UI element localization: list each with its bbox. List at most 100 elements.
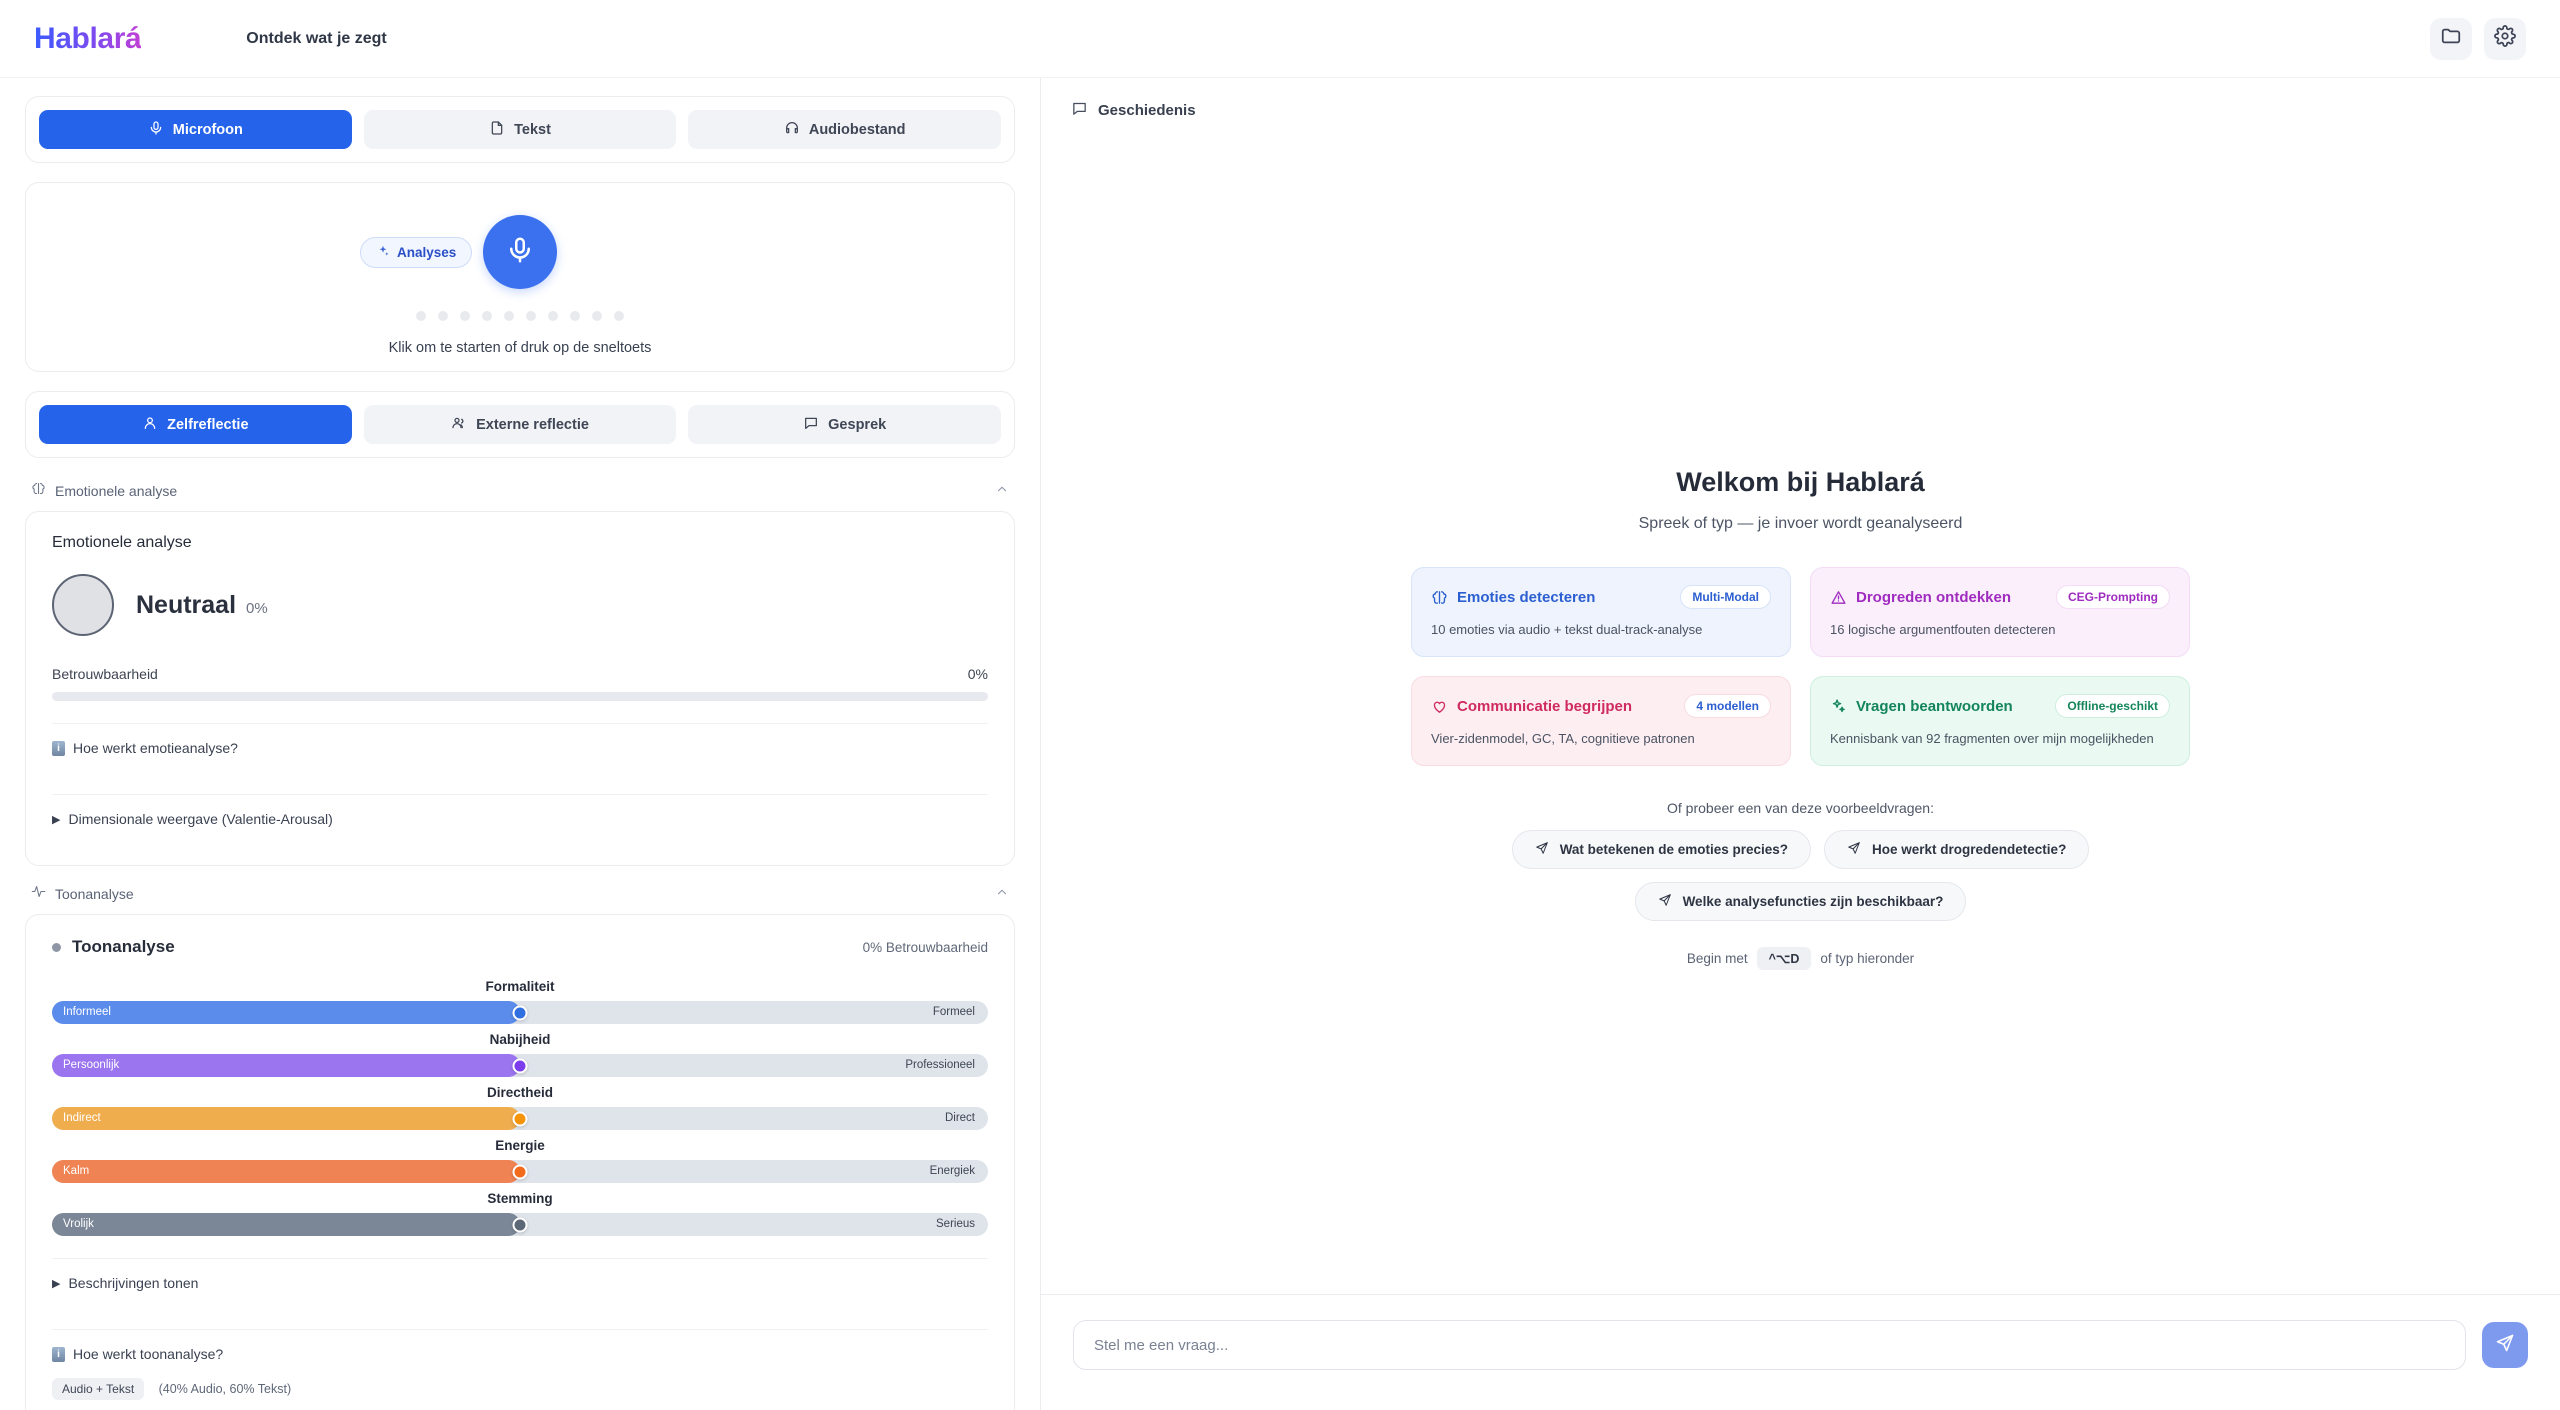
tone-slider-left-label: Vrolijk — [63, 1218, 94, 1230]
folder-icon — [2440, 25, 2462, 52]
recorder-card: Analyses Klik om te starten of druk op d… — [25, 182, 1015, 372]
tone-slider-track[interactable]: Informeel Formeel — [52, 1001, 988, 1024]
waveform-dot — [460, 311, 470, 321]
suggestion-chip[interactable]: Welke analysefuncties zijn beschikbaar? — [1634, 882, 1967, 921]
tone-source-note: (40% Audio, 60% Tekst) — [158, 1382, 292, 1396]
send-icon — [1535, 841, 1549, 858]
tone-info-link[interactable]: i Hoe werkt toonanalyse? — [52, 1330, 988, 1378]
tone-slider-right-label: Direct — [944, 1112, 975, 1124]
feature-card-badge: CEG-Prompting — [2056, 585, 2170, 609]
confidence-bar — [52, 692, 988, 701]
tone-slider-left-label: Kalm — [63, 1165, 90, 1177]
user-icon — [142, 415, 158, 435]
tab-microfoon[interactable]: Microfoon — [39, 110, 352, 149]
microphone-icon — [148, 120, 164, 140]
tone-slider-thumb[interactable] — [512, 1058, 528, 1073]
folder-button[interactable] — [2430, 17, 2472, 60]
feature-card-badge: 4 modellen — [1684, 694, 1771, 718]
tone-slider-thumb[interactable] — [512, 1005, 528, 1020]
tone-descriptions-toggle[interactable]: ▶ Beschrijvingen tonen — [52, 1259, 988, 1307]
suggestion-chip[interactable]: Wat betekenen de emoties precies? — [1511, 830, 1812, 869]
tab-audiobestand-label: Audiobestand — [808, 121, 906, 138]
tone-slider-left-label: Informeel — [63, 1006, 111, 1018]
tone-slider-fill — [52, 1054, 520, 1077]
suggestion-chip[interactable]: Hoe werkt drogredendetectie? — [1824, 830, 2090, 869]
tone-confidence: 0% Betrouwbaarheid — [862, 939, 988, 955]
divider — [52, 1329, 988, 1330]
tone-slider-right-label: Serieus — [936, 1218, 975, 1230]
feature-card-header: Emoties detecteren Multi-Modal — [1431, 585, 1771, 609]
feature-card-description: Vier-zidenmodel, GC, TA, cognitieve patr… — [1431, 731, 1695, 746]
feature-card-description: Kennisbank van 92 fragmenten over mijn m… — [1830, 731, 2154, 746]
welcome-screen: Welkom bij Hablará Spreek of typ — je in… — [1041, 143, 2560, 1294]
history-title: Geschiedenis — [1098, 102, 1196, 119]
shortcut-key: ^⌥D — [1756, 947, 1812, 970]
tab-externe-reflectie[interactable]: Externe reflectie — [363, 405, 677, 444]
record-button[interactable] — [483, 215, 557, 289]
emotion-dimensional-toggle[interactable]: ▶ Dimensionale weergave (Valentie-Arousa… — [52, 795, 988, 843]
info-icon: i — [52, 740, 65, 756]
tab-tekst[interactable]: Tekst — [363, 110, 677, 149]
tone-section-header[interactable]: Toonanalyse — [25, 880, 1015, 914]
mode-tabs: Zelfreflectie Externe reflectie Gesprek — [39, 405, 1002, 444]
emotion-dimensional-label: Dimensionale weergave (Valentie-Arousal) — [68, 811, 333, 827]
divider — [52, 1258, 988, 1259]
emotion-card-title: Emotionele analyse — [52, 534, 192, 551]
shortcut-suffix: of typ hieronder — [1820, 951, 1915, 966]
tone-slider-fill — [52, 1107, 520, 1130]
emotion-name: Neutraal — [136, 590, 237, 619]
waveform-dot — [504, 311, 514, 321]
waveform-dot — [438, 311, 448, 321]
feature-card-badge: Offline-geschikt — [2055, 694, 2170, 718]
chevron-up-icon[interactable] — [995, 885, 1009, 904]
waveform-dot — [548, 311, 558, 321]
tone-source-chip: Audio + Tekst — [52, 1378, 145, 1400]
tone-slider-track[interactable]: Vrolijk Serieus — [52, 1213, 988, 1236]
tone-slider-thumb[interactable] — [512, 1111, 528, 1126]
emotion-info-link[interactable]: i Hoe werkt emotieanalyse? — [52, 724, 988, 772]
feature-card-title: Emoties detecteren — [1457, 588, 1596, 606]
composer — [1041, 1294, 2560, 1410]
settings-button[interactable] — [2484, 17, 2526, 60]
waveform-dot — [570, 311, 580, 321]
sparkle-icon — [376, 244, 390, 261]
main-layout: Microfoon Tekst Audiobestand Analyses — [0, 78, 2560, 1410]
tone-descriptions-label: Beschrijvingen tonen — [68, 1275, 199, 1291]
send-icon — [1658, 893, 1672, 910]
triangle-right-icon: ▶ — [52, 813, 61, 826]
info-icon: i — [52, 1346, 65, 1362]
analyses-pill[interactable]: Analyses — [360, 236, 473, 268]
tab-audiobestand[interactable]: Audiobestand — [688, 110, 1002, 149]
microphone-icon — [505, 235, 535, 270]
tab-externe-reflectie-label: Externe reflectie — [476, 416, 589, 433]
feature-card-description: 10 emoties via audio + tekst dual-track-… — [1431, 622, 1703, 637]
emotion-info-label: Hoe werkt emotieanalyse? — [73, 740, 238, 756]
tone-slider-thumb[interactable] — [512, 1217, 528, 1232]
feature-card-badge: Multi-Modal — [1680, 585, 1771, 609]
tone-slider-fill — [52, 1001, 520, 1024]
emotion-section-title: Emotionele analyse — [55, 483, 178, 499]
tab-gesprek[interactable]: Gesprek — [688, 405, 1002, 444]
waveform-dot — [526, 311, 536, 321]
tone-slider-right-label: Formeel — [932, 1006, 975, 1018]
chevron-up-icon[interactable] — [995, 482, 1009, 501]
tone-info-label: Hoe werkt toonanalyse? — [73, 1346, 224, 1362]
chat-bubble-icon — [1071, 100, 1088, 121]
shortcut-hint: Begin met ^⌥D of typ hieronder — [1687, 947, 1914, 970]
question-input[interactable] — [1073, 1320, 2466, 1370]
send-button[interactable] — [2482, 1322, 2528, 1368]
sparkle-icon — [1830, 698, 1847, 715]
tone-slider-thumb[interactable] — [512, 1164, 528, 1179]
feature-card[interactable]: Emoties detecteren Multi-Modal 10 emoties … — [1411, 567, 1791, 657]
input-source-tabs-card: Microfoon Tekst Audiobestand — [25, 96, 1015, 163]
tab-zelfreflectie[interactable]: Zelfreflectie — [39, 405, 352, 444]
headphones-icon — [784, 120, 800, 140]
emotion-section-header[interactable]: Emotionele analyse — [25, 477, 1015, 511]
